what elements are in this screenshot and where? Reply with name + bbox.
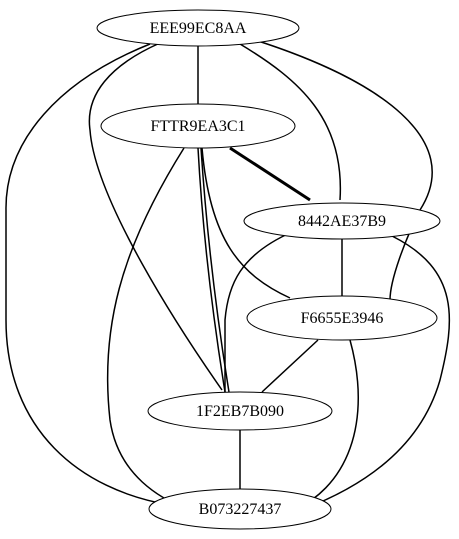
node-label: F6655E3946 <box>301 310 384 327</box>
edge-fttr9ea3c1-1f2eb7b090 <box>197 147 226 393</box>
edge-f6655e3946-b073227437 <box>284 339 360 515</box>
node-8442ae37b9[interactable]: 8442AE37B9 <box>243 202 441 240</box>
edge-f6655e3946-1f2eb7b090 <box>261 339 319 393</box>
node-label: FTTR9EA3C1 <box>150 118 245 135</box>
edge-eee99ec8aa-8442ae37b9 <box>239 43 342 201</box>
node-label: EEE99EC8AA <box>150 20 247 37</box>
node-label: 8442AE37B9 <box>298 213 386 230</box>
node-label: B073227437 <box>199 501 282 518</box>
node-fttr9ea3c1[interactable]: FTTR9EA3C1 <box>100 103 296 149</box>
node-b073227437[interactable]: B073227437 <box>148 488 332 530</box>
edge-eee99ec8aa-f6655e3946 <box>254 39 433 301</box>
edge-eee99ec8aa-b073227437 <box>5 43 171 506</box>
edge-8442ae37b9-1f2eb7b090 <box>224 231 293 392</box>
edge-eee99ec8aa-1f2eb7b090 <box>88 42 223 391</box>
edge-fttr9ea3c1-f6655e3946 <box>201 147 291 299</box>
edge-fttr9ea3c1-b073227437 <box>106 147 196 513</box>
node-eee99ec8aa[interactable]: EEE99EC8AA <box>96 9 300 47</box>
edge-8442ae37b9-b073227437 <box>289 235 451 515</box>
node-label: 1F2EB7B090 <box>196 403 284 420</box>
graph-nodes: EEE99EC8AA FTTR9EA3C1 8442AE37B9 F6655E3… <box>96 9 441 530</box>
node-1f2eb7b090[interactable]: 1F2EB7B090 <box>147 391 333 431</box>
graph-edges <box>5 39 451 515</box>
edge-fttr9ea3c1-8442ae37b9 <box>229 146 311 202</box>
node-f6655e3946[interactable]: F6655E3946 <box>246 295 438 341</box>
